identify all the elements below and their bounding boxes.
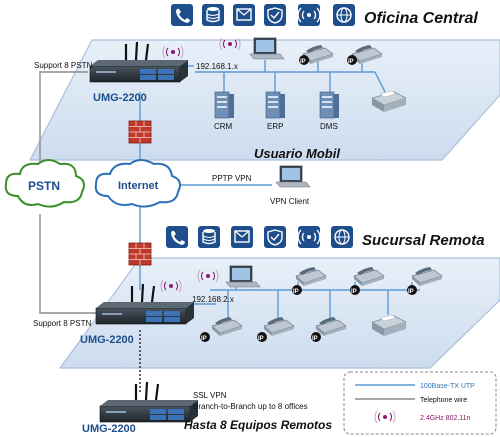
svg-text:IP: IP [258,336,264,342]
svg-text:IP: IP [312,336,318,342]
svg-text:IP: IP [348,59,354,65]
remote-icon-bar [166,226,353,248]
remote-firewall [128,242,152,266]
dms-server [319,91,340,119]
svg-text:IP: IP [351,289,357,295]
ip-badge: IP [257,332,267,342]
ip-badge: IP [200,332,210,342]
legend-wifi-label: 2.4GHz 802.11n [420,415,471,422]
crm-label: CRM [214,122,233,131]
ip-badge: IP [311,332,321,342]
crm-server [214,91,235,119]
phone-icon [166,226,188,248]
svg-text:IP: IP [201,336,207,342]
vpn-client-label: VPN Client [270,197,310,206]
vpn-client-laptop [275,165,311,188]
legend: 100Base-TX UTP Telephone wire 2.4GHz 802… [343,371,497,435]
remote-telephone-wire [39,214,96,314]
ip-badge: IP [299,55,309,65]
ip-badge: IP [350,285,360,295]
ssl-vpn-label: SSL VPN [193,391,227,400]
branch-umg-device [98,380,200,424]
svg-text:IP: IP [300,59,306,65]
central-subnet-label: 192.168.1.x [196,62,238,71]
central-title: Oficina Central [364,10,478,27]
pptp-label: PPTP VPN [212,174,252,183]
dms-label: DMS [320,122,338,131]
ip-badge: IP [407,285,417,295]
internet-cloud: Internet [94,159,181,208]
erp-label: ERP [267,122,283,131]
mobile-title: Usuario Mobil [254,146,340,161]
ip-badge: IP [292,285,302,295]
legend-utp-label: 100Base-TX UTP [420,383,475,390]
erp-server [265,91,286,119]
remote-title: Sucursal Remota [362,232,485,249]
central-firewall [128,120,152,144]
remote-subnet-label: 192.168.2.x [192,295,234,304]
central-pstn-label: Support 8 PSTN [34,61,92,70]
central-lan-wires [186,60,386,93]
remote-device-label: UMG-2200 [80,334,134,346]
phone-icon [171,4,193,26]
legend-tel-label: Telephone wire [420,397,467,404]
central-telephone-wire [39,71,88,173]
central-icon-bar [171,4,355,26]
svg-text:IP: IP [293,289,299,295]
ip-badge: IP [347,55,357,65]
pstn-cloud: PSTN [4,159,85,208]
remote-pstn-label: Support 8 PSTN [33,319,91,328]
internet-label: Internet [118,180,159,192]
branch-device-label: UMG-2200 [82,423,136,435]
pstn-label: PSTN [28,179,60,193]
central-device-label: UMG-2200 [93,92,147,104]
branch-caption: Hasta 8 Equipos Remotos [184,418,332,432]
svg-text:IP: IP [408,289,414,295]
b2b-label: Branch-to-Branch up to 8 offices [193,402,308,411]
